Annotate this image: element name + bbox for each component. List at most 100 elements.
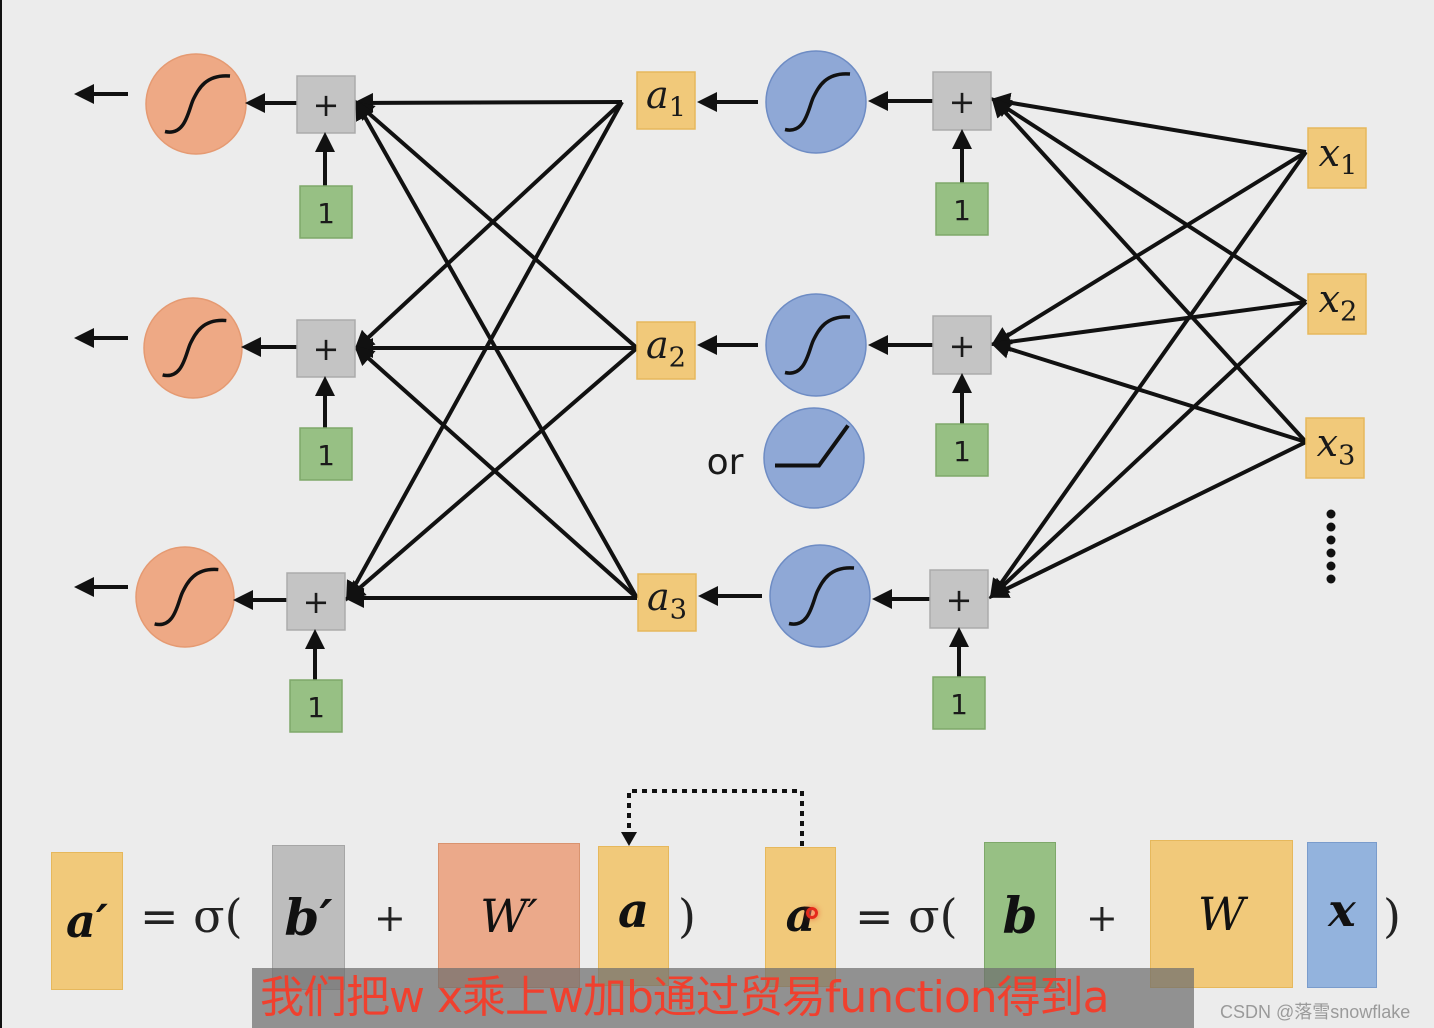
eq-x-box: x [1307,842,1377,988]
hidden-neuron-3 [769,544,871,648]
eq-b-prime-label: b′ [284,888,333,947]
edge-x3-to-hid1 [991,97,1308,444]
output-sum-label-1: + [313,86,340,124]
edge-x3-to-hid2 [990,339,1307,444]
activation-box-a3 [637,573,697,632]
output-neuron-2 [143,297,243,399]
eq-w-prime-box: W′ [438,843,580,988]
eq-first-equals-sigma: = σ( [140,889,243,943]
activation-label-a2: a2 [646,323,686,373]
eq-b-prime-box: b′ [272,845,345,990]
sigmoid-icon [788,566,855,626]
output-neuron-3 [135,546,235,648]
eq-w-box: W [1150,840,1293,988]
eq-a-input-box: a [598,846,669,986]
edge-x3-to-hid3 [988,440,1307,598]
edge-a3-to-out2 [354,345,639,600]
eq-b-box: b [984,842,1056,988]
edge-a1-to-out3 [346,101,624,602]
edge-x1-to-hid3 [989,150,1308,600]
activation-box-a1 [636,71,696,130]
hidden-sum-box-2 [932,315,992,375]
edge-x1-to-hid1 [990,92,1307,154]
input-box-x2 [1307,273,1367,335]
csdn-watermark: CSDN @落雪snowflake [1220,1002,1411,1022]
input-box-x3 [1305,417,1365,479]
edge-a2-to-out3 [344,346,639,601]
edge-a3-to-out1 [355,99,639,599]
eq-w-prime-label: W′ [480,888,538,943]
hidden-neuron-1 [765,50,867,154]
relu-neuron-body [763,407,865,509]
output-bias-box-2 [299,427,353,481]
edge-a1-to-out1 [353,92,623,113]
edge-x1-to-hid2 [990,150,1308,347]
output-bias-label-1: 1 [317,197,335,230]
hidden-bias-box-1 [935,182,989,236]
input-box-x1 [1307,127,1367,189]
or-label: or [707,442,744,483]
edge-a1-to-out2 [354,100,624,351]
sigmoid-icon [164,74,231,134]
sigmoid-icon [154,567,219,627]
input-continuation-dot [1326,535,1336,545]
eq-b-label: b [1002,885,1038,945]
eq-first-plus: + [374,896,406,940]
eq-a-prime-box: a′ [51,852,123,990]
input-continuation-dot [1326,509,1336,519]
hidden-sum-label-3: + [946,581,973,619]
eq-w-label: W [1197,887,1246,941]
input-label-x3: x3 [1317,421,1356,471]
eq-first-close-paren: ) [678,889,696,943]
hidden-sum-label-2: + [949,327,976,365]
hidden-bias-label-2: 1 [953,435,971,468]
eq-second-plus: + [1086,896,1118,940]
edge-x2-to-hid3 [989,300,1308,599]
edge-x2-to-hid1 [990,97,1308,304]
eq-a-input-label: a [617,883,650,939]
sigmoid-icon [784,72,851,132]
output-bias-box-3 [289,679,343,733]
window-left-edge [0,0,2,1028]
output-sum-box-1 [296,75,356,134]
output-bias-label-3: 1 [307,691,325,724]
eq-a-box: a [765,847,836,987]
eq-second-equals-sigma: = σ( [855,889,958,943]
relu-neuron [763,407,865,509]
hidden-neuron-3-body [769,544,871,648]
connection-edges [344,92,1308,608]
output-bias-label-2: 1 [317,439,335,472]
relu-icon [775,424,850,468]
activation-label-a1: a1 [646,73,686,123]
hidden-bias-label-1: 1 [953,194,971,227]
input-continuation-dot [1326,522,1336,532]
hidden-neuron-1-body [765,50,867,154]
hidden-neuron-2 [765,293,867,397]
activation-label-a3: a3 [647,575,687,625]
eq-x-label: x [1328,883,1356,937]
input-continuation-dot [1326,574,1336,584]
input-label-x1: x1 [1319,131,1358,181]
video-subtitle: 我们把w x乘上w加b通过贸易function得到a [252,968,1194,1028]
hidden-sum-box-1 [932,71,992,131]
hidden-neuron-2-body [765,293,867,397]
input-label-x2: x2 [1319,277,1358,327]
output-sum-box-2 [296,319,356,378]
sigmoid-icon [784,315,851,375]
input-continuation-dot [1326,561,1336,571]
hidden-bias-box-3 [932,676,986,730]
hidden-bias-label-3: 1 [950,688,968,721]
hidden-sum-label-1: + [949,83,976,121]
activation-box-a2 [636,321,696,380]
output-sum-box-3 [286,572,346,631]
eq-second-close-paren: ) [1383,889,1401,943]
edge-a2-to-out1 [353,100,639,350]
sigmoid-icon [162,318,227,378]
input-continuation-dot [1326,548,1336,558]
hidden-bias-box-2 [935,423,989,477]
eq-a-prime-label: a′ [66,894,108,948]
output-sum-label-2: + [313,330,340,368]
